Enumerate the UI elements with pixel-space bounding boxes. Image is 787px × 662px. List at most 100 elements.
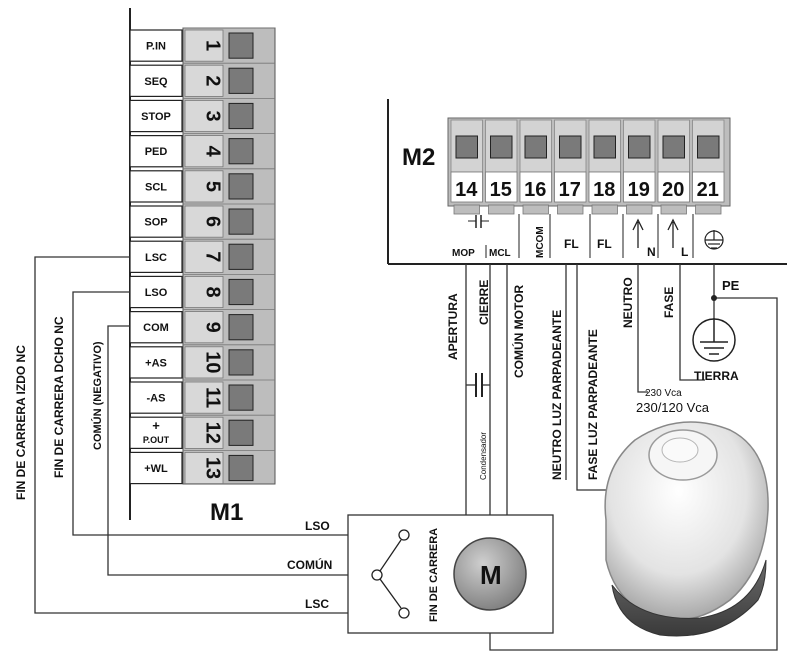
m1-terminal-number: 11 xyxy=(202,387,224,408)
label-comun-negativo: COMÚN (NEGATIVO) xyxy=(91,341,104,450)
m1-label-box xyxy=(129,29,183,62)
m1-number-cell xyxy=(184,311,224,344)
m1-terminal-label: STOP xyxy=(141,111,171,123)
m1-label-box xyxy=(129,99,183,133)
m1-label-box xyxy=(129,451,183,485)
m1-number-cell xyxy=(184,416,224,449)
m2-title: M2 xyxy=(402,144,435,171)
m2-lower-tab xyxy=(695,204,722,215)
m1-number-cell xyxy=(184,205,224,238)
m1-screw xyxy=(228,314,254,341)
label-pe: PE xyxy=(722,278,740,293)
m1-label-box xyxy=(129,346,183,379)
m1-title: M1 xyxy=(210,499,243,526)
m2-arrow-n-icon xyxy=(632,218,644,248)
label-fin-carrera-izdo: FIN DE CARRERA IZDO NC xyxy=(14,345,28,500)
label-voltage-1: 230 Vca xyxy=(645,388,682,399)
m1-terminal-number: 2 xyxy=(202,75,224,86)
m1-screw xyxy=(228,454,254,482)
m1-label-box xyxy=(129,416,183,450)
m1-screw xyxy=(228,173,254,200)
m2-screw xyxy=(524,135,547,159)
motor-box-label-lsc: LSC xyxy=(305,597,329,611)
pe-junction-dot xyxy=(711,295,717,301)
m2-number-cell xyxy=(692,171,725,203)
m1-label-box xyxy=(129,64,183,97)
m2-number-cell xyxy=(657,171,690,203)
motor-box-label-fin-carrera: FIN DE CARRERA xyxy=(428,528,440,622)
switch-arm-open xyxy=(379,539,402,572)
m1-number-cell xyxy=(184,451,224,484)
m1-number-cell xyxy=(184,346,224,379)
m1-terminal-label: COM xyxy=(143,322,169,334)
m1-label-box xyxy=(129,311,183,344)
motor-box-label-comun: COMÚN xyxy=(287,557,332,572)
wire-fase-luz xyxy=(576,264,618,491)
m1-screw xyxy=(228,278,254,306)
m1-screw xyxy=(228,102,254,130)
m2-terminal-number: 17 xyxy=(559,179,581,201)
switch-contact-comun xyxy=(371,569,383,581)
m2-lower-tab xyxy=(626,204,653,215)
m1-terminal-sign: + xyxy=(152,418,160,433)
m1-screw xyxy=(228,32,254,59)
switch-contact-lso xyxy=(398,529,410,541)
m1-terminal-label: -AS xyxy=(147,393,166,405)
wire-com xyxy=(107,325,372,576)
m1-number-cell xyxy=(184,135,224,168)
m1-number-cell xyxy=(184,240,224,273)
m2-terminal-number: 19 xyxy=(628,179,650,201)
m2-screw xyxy=(559,135,582,159)
m2-lower-tab xyxy=(660,204,687,215)
m2-screw xyxy=(697,135,720,159)
label-comun-motor: COMÚN MOTOR xyxy=(511,285,526,378)
motor-box: LSO COMÚN LSC FIN DE CARRERA M xyxy=(287,514,554,634)
m1-terminal-number: 6 xyxy=(202,216,224,227)
label-neutro-luz: NEUTRO LUZ PARPADEANTE xyxy=(550,310,564,480)
m2-screw xyxy=(593,135,616,159)
m1-screw xyxy=(228,138,254,165)
m2-label-mop: MOP xyxy=(452,248,475,259)
m2-label-n: N xyxy=(647,245,656,259)
m2-label-fl2: FL xyxy=(597,237,612,251)
m2-number-cell xyxy=(485,171,518,203)
label-fase: FASE xyxy=(662,287,676,318)
m2-screw xyxy=(455,135,478,159)
m1-terminal-number: 13 xyxy=(202,457,224,479)
m1-number-cell xyxy=(184,100,224,133)
m1-terminal-number: 1 xyxy=(202,40,224,51)
m1-terminal-number: 7 xyxy=(202,251,224,262)
label-fase-luz: FASE LUZ PARPADEANTE xyxy=(586,329,600,480)
m2-ground-icon xyxy=(704,230,724,250)
m1-terminal-label: LSC xyxy=(145,252,167,264)
wire-earth-loop xyxy=(489,297,778,651)
m2-label-l: L xyxy=(681,245,688,259)
m2-lower-tab xyxy=(557,204,584,215)
m1-label-box xyxy=(129,135,183,168)
m1-wires xyxy=(34,256,400,614)
wire-lso xyxy=(72,291,400,536)
m2-lower-tab xyxy=(522,204,549,215)
m1-number-cell xyxy=(184,64,224,97)
m2-number-cell xyxy=(623,171,656,203)
m1-terminal-number: 3 xyxy=(202,110,224,121)
m1-screw xyxy=(228,208,254,235)
m2-number-cell xyxy=(588,171,621,203)
m1-terminal-label: +AS xyxy=(145,357,167,369)
motor-label: M xyxy=(480,560,502,590)
m1-terminal-number: 10 xyxy=(202,351,224,373)
m2-number-cell xyxy=(519,171,552,203)
m1-label-box xyxy=(129,205,183,238)
m1-number-cell xyxy=(184,29,224,62)
m1-label-box xyxy=(129,170,183,203)
m2-label-mcl: MCL xyxy=(489,248,511,259)
m2-lower-tab xyxy=(591,204,618,215)
wire-fase xyxy=(679,264,705,381)
m1-terminal-label: LSO xyxy=(145,287,168,299)
m1-number-cell xyxy=(184,170,224,203)
